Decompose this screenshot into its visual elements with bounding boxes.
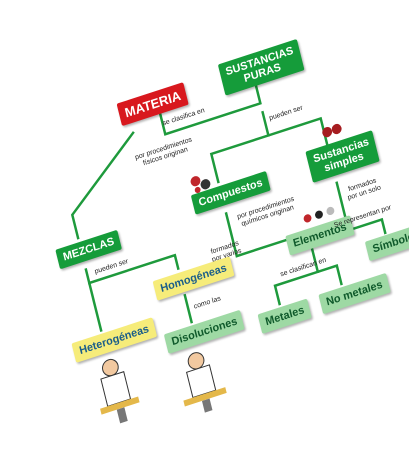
connector-homogeneas-disoluciones bbox=[183, 293, 194, 324]
connector-mezclas-heterogeneas bbox=[88, 282, 103, 333]
connector-compuestos-elementos bbox=[224, 211, 295, 258]
atoms-icon bbox=[322, 123, 342, 138]
connector-elementos-clases bbox=[273, 247, 320, 306]
connector-lines bbox=[70, 81, 387, 333]
scientist-illustration-2 bbox=[183, 352, 227, 413]
connector-sustancias-simples bbox=[268, 116, 330, 148]
connector-elementos-nometales bbox=[317, 264, 343, 286]
scientist-illustration-1 bbox=[100, 358, 140, 424]
connector-materia-mezclas bbox=[70, 131, 135, 240]
molecule-icon bbox=[190, 176, 211, 193]
element-atoms-icon bbox=[303, 206, 335, 223]
connector-sustancias-compuestos bbox=[209, 110, 270, 184]
banner-shape bbox=[0, 0, 240, 39]
connector-materia-sustancias bbox=[158, 81, 262, 136]
banner-title: ificacion bbox=[0, 17, 71, 80]
concept-map: MATERIA SUSTANCIAS PURAS se clasifica en… bbox=[8, 9, 409, 451]
connector-mezclas-children bbox=[84, 253, 180, 285]
